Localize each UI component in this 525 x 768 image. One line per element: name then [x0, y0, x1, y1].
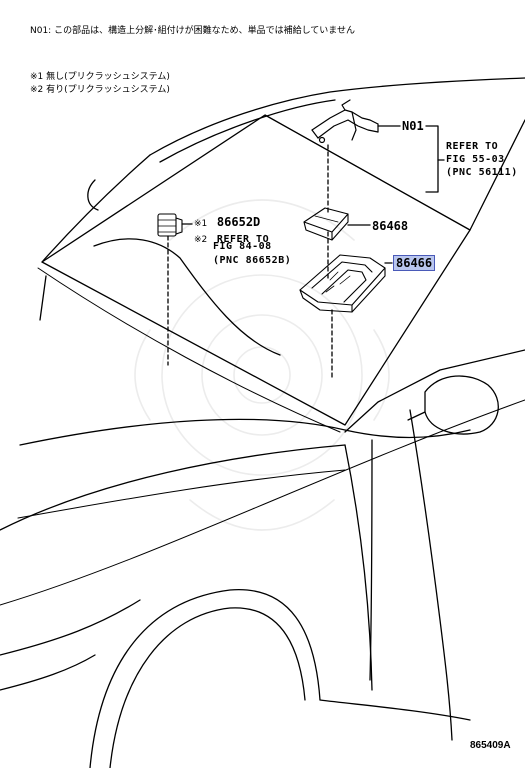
part-86652d-label: ※1 86652D [194, 211, 260, 230]
fender-line [344, 444, 373, 691]
note-mark-2: ※2 有り(プリクラッシュシステム) [30, 85, 170, 95]
part-n01-graphic [311, 99, 379, 144]
n01-refer-line3: (PNC 56111) [446, 167, 518, 178]
rocker-line [319, 699, 471, 721]
hood-surface-line [0, 444, 346, 531]
hood-crease [0, 399, 525, 606]
roof-line [149, 77, 525, 156]
mark-2: ※2 [194, 235, 208, 245]
a-pillar-right [469, 119, 525, 231]
windshield-lower-edge [37, 267, 341, 433]
wheel-arch-outer [89, 589, 321, 768]
part-number-86652d[interactable]: 86652D [216, 215, 261, 229]
part-number-86466[interactable]: 86466 [393, 255, 436, 271]
n01-refer-line1: REFER TO [446, 141, 499, 152]
watermark-emblem [134, 199, 390, 531]
part-86468-graphic [303, 207, 349, 241]
hood-rear-edge [19, 418, 471, 446]
part-86652d-graphic [157, 213, 183, 237]
pillar-trim [87, 179, 99, 211]
part-number-n01[interactable]: N01 [402, 119, 424, 133]
note-n01: N01: この部品は、構造上分解･組付けが困難なため、単品では補給していません [30, 26, 356, 36]
hood-front [0, 599, 141, 656]
hood-crease-2 [17, 469, 346, 519]
86652d-refer-line2[interactable]: FIG 84-08 [213, 241, 272, 252]
windshield-top-band [264, 114, 471, 231]
part-86466-graphic [299, 254, 386, 313]
n01-refer-line2[interactable]: FIG 55-03 [446, 154, 505, 165]
refer-bracket-n01 [425, 125, 439, 193]
86652d-refer-line3: (PNC 86652B) [213, 255, 292, 266]
86652d-refer-line1: REFER TO [216, 234, 270, 245]
cowl-line [344, 349, 525, 433]
diagram-code: 865409A [470, 740, 511, 751]
bumper-line [0, 654, 96, 691]
note-mark-1: ※1 無し(プリクラッシュシステム) [30, 72, 170, 82]
part-86652d-refer-row: ※2 REFER TO [194, 227, 269, 246]
roof-line-inner [159, 99, 336, 163]
side-mirror [424, 375, 499, 435]
door-line [409, 409, 453, 741]
part-number-86468[interactable]: 86468 [372, 219, 409, 233]
windshield-corner-trim [39, 275, 47, 321]
roof-console-curve [93, 238, 281, 356]
wheel-arch-inner [109, 607, 306, 768]
mark-1: ※1 [194, 219, 208, 229]
